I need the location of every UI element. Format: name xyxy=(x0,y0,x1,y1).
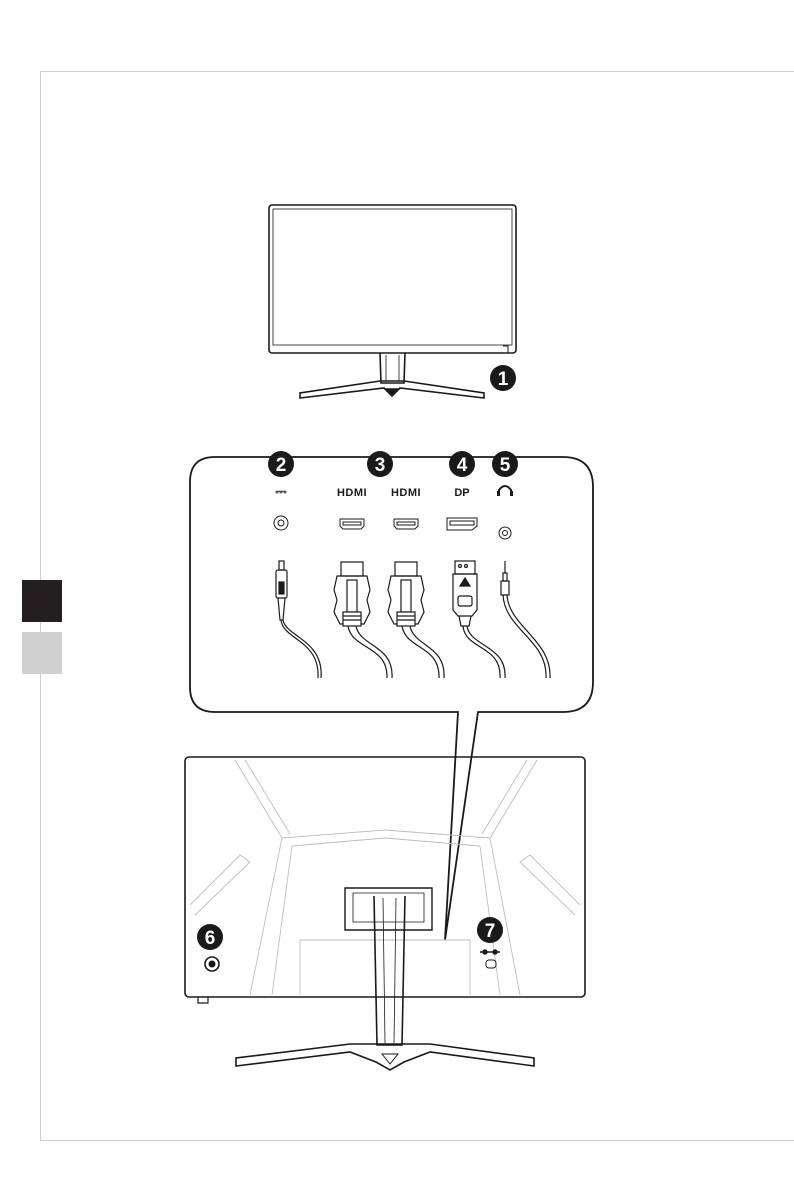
dc-power-label: ⎓ xyxy=(275,483,287,499)
callout-4: 4 xyxy=(449,451,475,477)
callout-6: 6 xyxy=(197,924,223,950)
hdmi-1-label: HDMI xyxy=(337,487,367,499)
callout-2: 2 xyxy=(268,451,294,477)
svg-text:7: 7 xyxy=(485,921,496,942)
rear-stand-base xyxy=(236,1044,534,1070)
svg-text:2: 2 xyxy=(276,455,287,476)
monitor-front-view xyxy=(269,205,516,398)
callout-1: 1 xyxy=(490,365,516,391)
svg-text:5: 5 xyxy=(500,455,511,476)
svg-text:4: 4 xyxy=(457,455,468,476)
kensington-lock-icon xyxy=(480,950,500,954)
svg-text:3: 3 xyxy=(375,455,386,476)
ports-zoom-panel xyxy=(190,457,593,940)
hdmi-2-label: HDMI xyxy=(391,487,421,499)
callout-7: 7 xyxy=(477,917,503,943)
monitor-rear-view xyxy=(185,757,585,1045)
callout-3: 3 xyxy=(367,451,393,477)
callout-5: 5 xyxy=(492,451,518,477)
dp-label: DP xyxy=(454,487,469,499)
svg-text:1: 1 xyxy=(498,369,509,390)
svg-text:6: 6 xyxy=(205,928,216,949)
